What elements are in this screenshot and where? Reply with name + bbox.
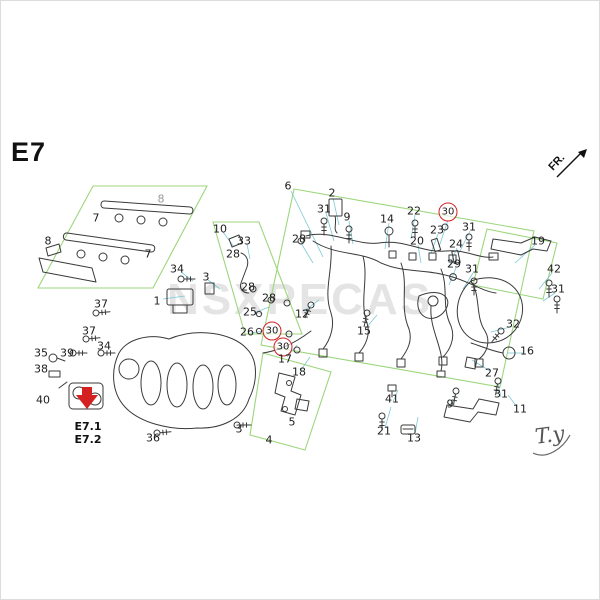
part-callout-31: 31 xyxy=(551,282,565,296)
part-callout-4: 4 xyxy=(265,433,273,447)
detail-label-e7-2: E7.2 xyxy=(74,433,102,446)
part-callout-30: 30 xyxy=(273,337,293,357)
part-callout-29: 29 xyxy=(447,257,461,271)
part-callout-31: 31 xyxy=(465,262,479,276)
artist-signature: T.y xyxy=(533,421,566,449)
harness-art xyxy=(38,198,561,437)
detail-label-e7-1: E7.1 xyxy=(74,420,102,433)
part-callout-9: 9 xyxy=(343,210,351,224)
part-callout-31: 31 xyxy=(317,202,331,216)
part-callout-25: 25 xyxy=(243,305,257,319)
part-callout-14: 14 xyxy=(380,212,394,226)
part-callout-1: 1 xyxy=(153,294,161,308)
section-label: E7 xyxy=(11,137,47,167)
part-callout-37: 37 xyxy=(82,324,96,338)
part-callout-10: 10 xyxy=(213,222,227,236)
signature-flourish xyxy=(532,434,571,456)
part-callout-8: 8 xyxy=(44,234,52,248)
part-callout-3: 3 xyxy=(235,422,243,436)
part-callout-7: 7 xyxy=(92,211,100,225)
part-callout-33: 33 xyxy=(237,234,251,248)
detail-arrow-icon xyxy=(76,387,98,409)
part-callout-21: 21 xyxy=(377,424,391,438)
part-callout-20: 20 xyxy=(410,234,424,248)
part-callout-40: 40 xyxy=(36,393,50,407)
part-callout-32: 32 xyxy=(506,317,520,331)
part-callout-37: 37 xyxy=(94,297,108,311)
part-callout-19: 19 xyxy=(531,234,545,248)
part-callout-31: 31 xyxy=(462,220,476,234)
part-callout-28: 28 xyxy=(226,247,240,261)
part-callout-22: 22 xyxy=(407,204,421,218)
part-callout-13: 13 xyxy=(407,431,421,445)
part-callout-42: 42 xyxy=(547,262,561,276)
part-callout-28: 28 xyxy=(262,291,276,305)
part-callout-7: 7 xyxy=(144,247,152,261)
part-callout-17: 17 xyxy=(278,352,292,366)
part-callout-9: 9 xyxy=(446,397,454,411)
part-callout-30: 30 xyxy=(262,321,282,341)
part-callout-12: 12 xyxy=(295,307,309,321)
part-callout-23: 23 xyxy=(430,223,444,237)
part-callout-27: 27 xyxy=(485,366,499,380)
part-callout-38: 38 xyxy=(34,362,48,376)
part-callout-16: 16 xyxy=(520,344,534,358)
part-callout-26: 26 xyxy=(240,325,254,339)
part-callout-31: 31 xyxy=(494,387,508,401)
part-callout-24: 24 xyxy=(449,237,463,251)
part-callout-6: 6 xyxy=(284,179,292,193)
part-callout-3: 3 xyxy=(202,270,210,284)
part-callout-5: 5 xyxy=(288,415,296,429)
part-callout-2: 2 xyxy=(328,186,336,200)
part-callout-28: 28 xyxy=(241,280,255,294)
part-callout-34: 34 xyxy=(97,339,111,353)
part-callout-30: 30 xyxy=(438,202,458,222)
part-callout-18: 18 xyxy=(292,365,306,379)
part-callout-34: 34 xyxy=(170,262,184,276)
part-callout-36: 36 xyxy=(146,431,160,445)
part-callout-41: 41 xyxy=(385,392,399,406)
part-callout-8: 8 xyxy=(157,192,165,206)
part-callout-39: 39 xyxy=(60,346,74,360)
part-callout-35: 35 xyxy=(34,346,48,360)
part-callout-11: 11 xyxy=(513,402,527,416)
part-callout-15: 15 xyxy=(357,324,371,338)
part-callout-28: 28 xyxy=(292,232,306,246)
